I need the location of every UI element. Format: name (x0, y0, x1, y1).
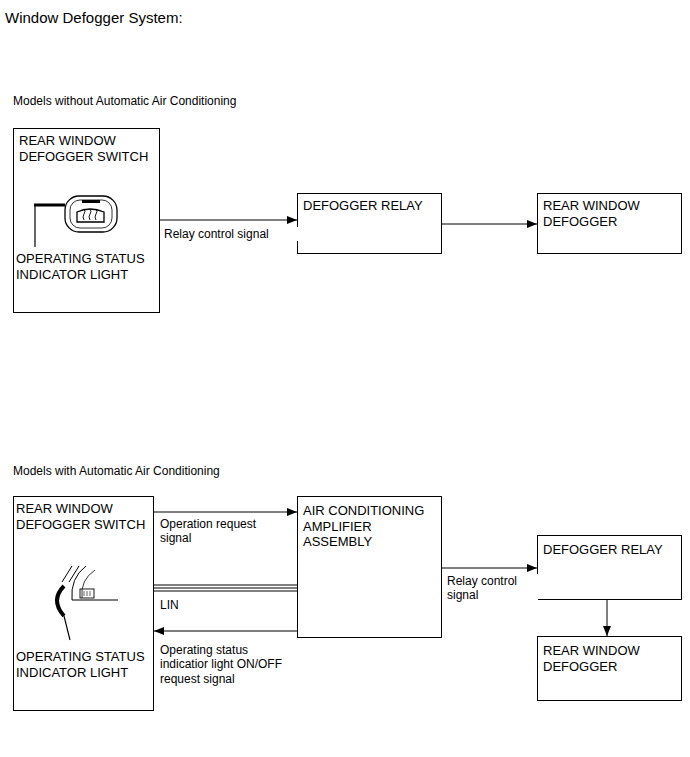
component-box: REAR WINDOW DEFOGGER SWITCH OPERATING STA… (13, 496, 154, 711)
component-name: DEFOGGER RELAY (543, 542, 676, 558)
section-label: Models with Automatic Air Conditioning (13, 464, 413, 478)
signal-arrow (154, 631, 297, 632)
defogger-switch-icon (34, 196, 117, 247)
signal-arrow (442, 568, 537, 569)
defogger-switch-icon (57, 566, 118, 640)
signal-arrow (442, 224, 537, 225)
signal-label: Operation request signal (159, 517, 279, 546)
connector-line (154, 591, 297, 592)
signal-label: Operating status indicatior light ON/OFF… (159, 643, 296, 686)
connector-line (442, 568, 537, 569)
component-name: AIR CONDITIONING AMPLIFIER ASSEMBLY (303, 503, 436, 550)
signal-label: Relay control signal (163, 227, 300, 241)
connector-line (154, 512, 297, 513)
component-name: REAR WINDOW DEFOGGER SWITCH (19, 133, 154, 164)
connector-line (442, 224, 537, 225)
component-box: REAR WINDOW DEFOGGER (537, 193, 682, 254)
component-name: REAR WINDOW DEFOGGER (543, 643, 676, 674)
connector-line (154, 588, 297, 589)
component-box: REAR WINDOW DEFOGGER SWITCH OPERATING STA… (13, 128, 160, 313)
signal-arrow (154, 512, 297, 513)
diagram-title: Window Defogger System: (5, 9, 405, 27)
connector-line (160, 220, 297, 221)
signal-label: LIN (159, 598, 201, 612)
component-name: REAR WINDOW DEFOGGER (543, 198, 676, 229)
component-box: AIR CONDITIONING AMPLIFIER ASSEMBLY (297, 496, 442, 638)
component-box: REAR WINDOW DEFOGGER (537, 636, 682, 701)
connector-line (154, 585, 297, 586)
signal-arrow (607, 600, 608, 636)
connector-line (154, 631, 297, 632)
component-box: DEFOGGER RELAY (297, 193, 442, 254)
signal-arrow (160, 220, 297, 221)
connector-line (607, 600, 608, 636)
part-label: OPERATING STATUS INDICATOR LIGHT (16, 649, 151, 680)
component-name: REAR WINDOW DEFOGGER SWITCH (16, 501, 151, 532)
signal-label: Relay control signal (446, 574, 538, 603)
part-label: OPERATING STATUS INDICATOR LIGHT (16, 251, 156, 282)
section-label: Models without Automatic Air Conditionin… (13, 94, 413, 108)
component-box: DEFOGGER RELAY (537, 535, 682, 600)
bus-line (154, 585, 297, 591)
component-name: DEFOGGER RELAY (303, 198, 436, 214)
